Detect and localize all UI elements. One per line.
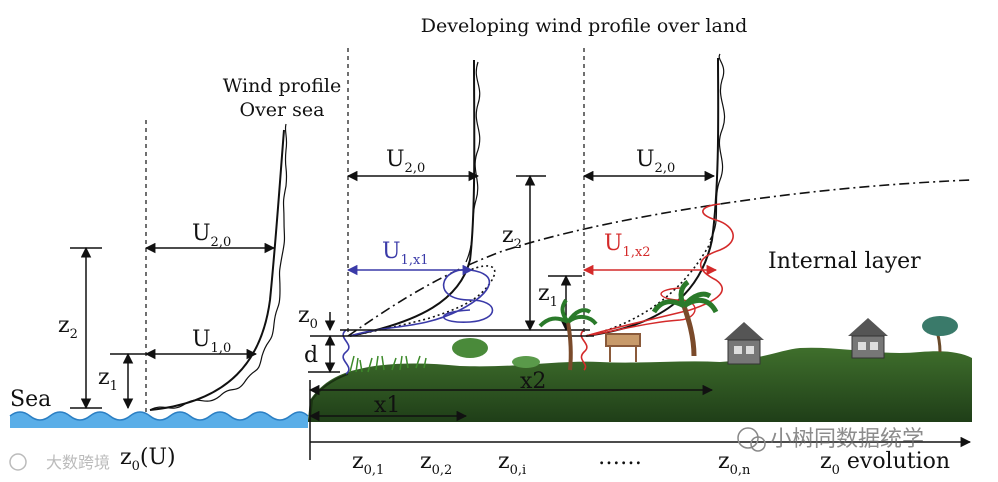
sea-profile-label-line1: Wind profile — [223, 75, 341, 97]
bush-illustration — [452, 338, 540, 368]
windblown-tree-illustration — [922, 316, 958, 353]
watermark-right: 小树同数据统学 — [737, 427, 924, 452]
house-illustration-1 — [724, 322, 764, 365]
watermark-left: 大数跨境 — [9, 453, 110, 472]
land-wind-profile-1 — [342, 59, 496, 375]
label-x2: x2 — [520, 369, 546, 394]
label-z0-land: z0 — [298, 303, 318, 332]
dashed-guides — [145, 48, 585, 412]
stilt-house-illustration — [605, 333, 641, 362]
label-d: d — [304, 343, 318, 368]
internal-layer-label: Internal layer — [768, 249, 921, 274]
internal-layer-boundary — [347, 179, 971, 337]
grass-illustration — [349, 355, 427, 373]
label-z01: z0,1 — [352, 449, 384, 478]
label-U10-sea: U1,0 — [192, 327, 231, 356]
label-z0U: z0(U) — [120, 445, 176, 474]
sea-waves — [9, 411, 309, 428]
land-wind-profile-2 — [580, 53, 734, 371]
label-z1-land: z1 — [538, 281, 558, 310]
sea-wind-profile — [149, 123, 288, 411]
sea-label: Sea — [10, 387, 51, 412]
land-profile-arrows — [308, 170, 972, 460]
land-mass — [308, 347, 972, 422]
sea-profile-label-line2: Over sea — [240, 99, 325, 121]
label-U1x1: U1,x1 — [382, 239, 429, 268]
diagram-title: Developing wind profile over land — [421, 15, 748, 37]
label-U20-land1: U2,0 — [386, 147, 425, 176]
label-U1x2: U1,x2 — [604, 231, 651, 260]
label-z2-land: z2 — [502, 223, 522, 252]
label-z0-evolution: z0 evolution — [820, 449, 950, 478]
label-z2-sea: z2 — [58, 313, 78, 342]
label-x1: x1 — [374, 393, 400, 418]
label-z0n: z0,n — [718, 449, 751, 478]
label-dots: …… — [598, 445, 642, 470]
svg-text:大数跨境: 大数跨境 — [46, 453, 110, 472]
sea-profile-arrows — [70, 242, 276, 410]
label-z02: z0,2 — [420, 449, 452, 478]
label-z1-sea: z1 — [98, 365, 118, 394]
label-U20-sea: U2,0 — [192, 221, 231, 250]
label-z0i: z0,i — [498, 449, 526, 478]
palm-tree-illustration — [538, 279, 719, 371]
house-illustration-2 — [848, 318, 888, 359]
label-U20-land2: U2,0 — [636, 147, 675, 176]
svg-text:小树同数据统学: 小树同数据统学 — [770, 427, 924, 452]
